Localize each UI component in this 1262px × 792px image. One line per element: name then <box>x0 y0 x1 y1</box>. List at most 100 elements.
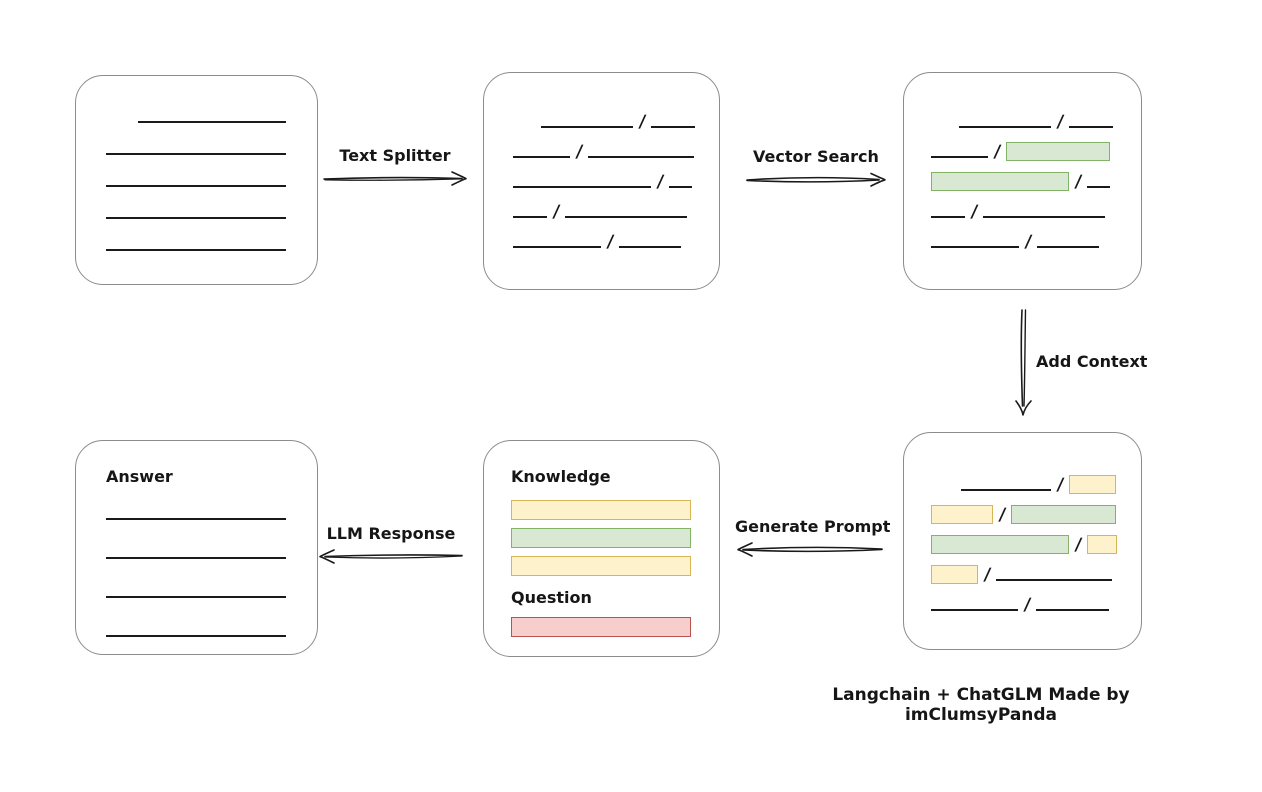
yellow-highlight-chunk <box>1069 475 1117 494</box>
chunk-line <box>983 216 1106 218</box>
right-arrow-icon <box>746 172 886 187</box>
yellow-bar <box>511 556 691 576</box>
document-lines <box>106 91 317 251</box>
green-highlight-chunk <box>931 172 1069 191</box>
split-chunks-rows: / / / / / <box>513 103 719 253</box>
slash-separator: / <box>982 565 992 585</box>
context-chunks-box: / / / / / <box>903 432 1142 650</box>
chunk-row: / <box>931 163 1141 193</box>
prompt-box: Knowledge Question <box>483 440 720 657</box>
chunk-line <box>931 216 965 218</box>
chunk-line <box>651 126 696 128</box>
slash-separator: / <box>1073 535 1083 555</box>
chunk-row: / <box>931 133 1141 163</box>
llm-response-arrow: LLM Response <box>318 524 464 568</box>
chunk-line <box>961 489 1051 491</box>
green-highlight-chunk <box>1006 142 1111 161</box>
red-bar <box>511 617 691 637</box>
chunk-line <box>1036 609 1110 611</box>
chunk-row: / <box>513 103 719 133</box>
vector-search-label: Vector Search <box>753 147 879 166</box>
retrieved-chunks-rows: / / / / / <box>931 103 1141 253</box>
text-splitter-arrow: Text Splitter <box>322 146 468 190</box>
yellow-highlight-chunk <box>1087 535 1118 554</box>
chunk-line <box>1069 126 1114 128</box>
chunk-row: / <box>513 223 719 253</box>
text-line <box>106 123 286 155</box>
chunk-row: / <box>931 526 1141 556</box>
generate-prompt-arrow: Generate Prompt <box>735 517 890 561</box>
slash-separator: / <box>551 202 561 222</box>
slash-separator: / <box>605 232 615 252</box>
answer-label: Answer <box>106 467 173 486</box>
yellow-bar <box>511 500 691 520</box>
text-line <box>106 559 286 598</box>
green-highlight-chunk <box>931 535 1069 554</box>
text-line <box>106 219 286 251</box>
slash-separator: / <box>1022 595 1032 615</box>
chunk-line <box>959 126 1051 128</box>
chunk-line <box>931 609 1018 611</box>
slash-separator: / <box>992 142 1002 162</box>
text-line <box>106 520 286 559</box>
generate-prompt-label: Generate Prompt <box>735 517 891 536</box>
text-line <box>138 91 286 123</box>
chunk-row: / <box>931 586 1141 616</box>
chunk-line <box>619 246 682 248</box>
retrieved-chunks-box: / / / / / <box>903 72 1142 290</box>
chunk-line <box>513 216 547 218</box>
chunk-line <box>513 246 601 248</box>
yellow-highlight-chunk <box>931 505 993 524</box>
context-chunks-rows: / / / / / <box>931 466 1141 616</box>
slash-separator: / <box>1055 112 1065 132</box>
text-line <box>106 481 286 520</box>
split-chunks-box: / / / / / <box>483 72 720 290</box>
chunk-line <box>588 156 695 158</box>
slash-separator: / <box>1055 475 1065 495</box>
text-splitter-label: Text Splitter <box>339 146 451 165</box>
chunk-row: / <box>513 163 719 193</box>
llm-response-label: LLM Response <box>326 524 456 543</box>
question-bars <box>511 617 719 637</box>
chunk-row: / <box>931 556 1141 586</box>
add-context-arrow <box>1012 308 1036 420</box>
slash-separator: / <box>1073 172 1083 192</box>
chunk-row: / <box>931 193 1141 223</box>
chunk-line <box>931 156 988 158</box>
chunk-line <box>513 186 651 188</box>
left-arrow-icon <box>319 549 463 564</box>
text-line <box>106 598 286 637</box>
chunk-line <box>1037 246 1100 248</box>
chunk-line <box>669 186 693 188</box>
caption: Langchain + ChatGLM Made by imClumsyPand… <box>832 685 1130 725</box>
answer-lines <box>106 481 317 637</box>
chunk-row: / <box>513 193 719 223</box>
left-arrow-icon <box>737 542 883 557</box>
chunk-row: / <box>931 103 1141 133</box>
knowledge-bars <box>511 500 719 576</box>
add-context-label: Add Context <box>1036 352 1148 371</box>
document-box <box>75 75 318 285</box>
chunk-line <box>513 156 570 158</box>
answer-box: Answer <box>75 440 318 655</box>
down-arrow-icon <box>1015 309 1032 416</box>
chunk-line <box>541 126 633 128</box>
text-line <box>106 187 286 219</box>
green-bar <box>511 528 691 548</box>
slash-separator: / <box>574 142 584 162</box>
yellow-highlight-chunk <box>931 565 978 584</box>
chunk-line <box>1087 186 1111 188</box>
chunk-row: / <box>931 466 1141 496</box>
text-line <box>106 155 286 187</box>
chunk-row: / <box>931 496 1141 526</box>
slash-separator: / <box>655 172 665 192</box>
chunk-line <box>996 579 1113 581</box>
chunk-line <box>931 246 1019 248</box>
slash-separator: / <box>997 505 1007 525</box>
slash-separator: / <box>1023 232 1033 252</box>
slash-separator: / <box>969 202 979 222</box>
chunk-line <box>565 216 688 218</box>
chunk-row: / <box>513 133 719 163</box>
vector-search-arrow: Vector Search <box>745 147 887 191</box>
